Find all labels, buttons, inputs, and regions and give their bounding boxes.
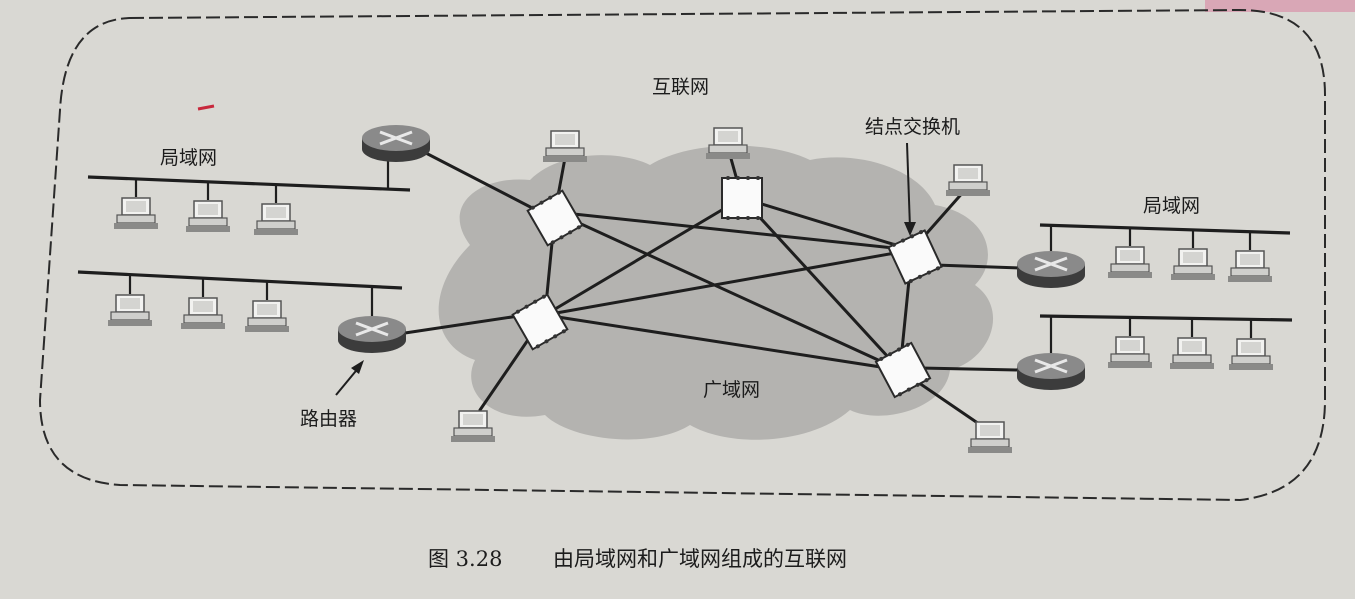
page-edge-mark xyxy=(1205,0,1355,12)
ink-mark xyxy=(197,104,215,111)
lan-right-label: 局域网 xyxy=(1143,195,1200,217)
router-top-left xyxy=(360,123,432,164)
switch-label: 结点交换机 xyxy=(865,116,960,138)
figure-number: 图 3.28 xyxy=(428,547,502,571)
wan-label: 广域网 xyxy=(703,379,760,401)
switch-pointer-arrow xyxy=(904,142,916,236)
router-right-bottom xyxy=(1015,351,1087,392)
switch-node-2 xyxy=(721,175,763,221)
figure-caption: 由局域网和广域网组成的互联网 xyxy=(553,547,847,571)
router-pointer-arrow xyxy=(335,360,364,396)
lan-bus-left-bottom xyxy=(77,270,403,290)
lan-bus-left-top xyxy=(87,175,411,192)
lan-left-label: 局域网 xyxy=(160,147,217,169)
internet-boundary xyxy=(38,8,1326,502)
router-label: 路由器 xyxy=(300,408,357,430)
router-bottom-left xyxy=(336,314,408,355)
router-right-top xyxy=(1015,249,1087,290)
lan-bus-right-top xyxy=(1039,223,1291,235)
internet-label: 互联网 xyxy=(652,76,709,98)
lan-drops xyxy=(128,148,1253,355)
